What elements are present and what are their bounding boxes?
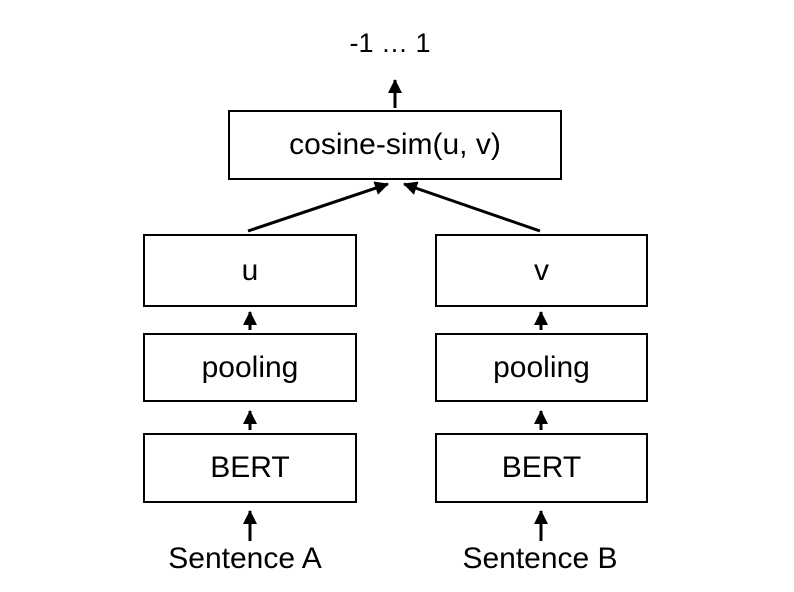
embedding-v-box: v	[435, 234, 648, 307]
pooling-box-right: pooling	[435, 333, 648, 402]
output-range-label: -1 … 1	[349, 28, 431, 58]
arrow-diagonal-icon-v-to-cosine	[403, 181, 541, 233]
pooling-box-left: pooling	[143, 333, 357, 402]
arrow-diagonal-icon-u-to-cosine	[247, 181, 389, 233]
bert-box-right: BERT	[435, 433, 648, 503]
sentence-b-label: Sentence B	[462, 542, 618, 575]
cosine-similarity-box: cosine-sim(u, v)	[228, 110, 562, 180]
bert-box-left: BERT	[143, 433, 357, 503]
sentence-a-label: Sentence A	[168, 542, 322, 575]
embedding-u-box: u	[143, 234, 357, 307]
